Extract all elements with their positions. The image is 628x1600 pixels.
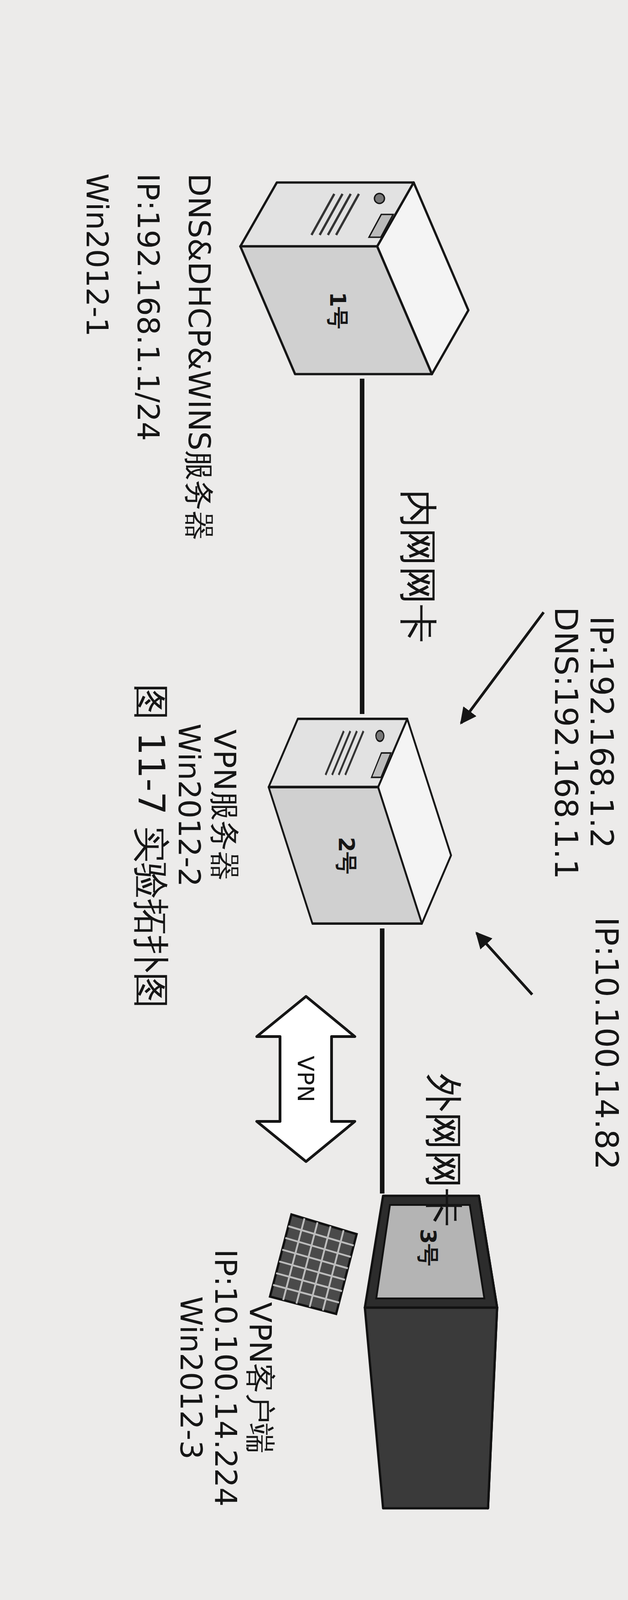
device-caption-line: Win2012-3 [173, 1248, 208, 1506]
device-number: 3号 [417, 1228, 440, 1266]
server-outline [264, 713, 470, 929]
interface-label: 外网网卡 [424, 1073, 463, 1227]
server-box: 1号DNS&DHCP&WINS服务器IP:192.168.1.1/24Win20… [235, 177, 492, 379]
device-caption-line: VPN客户端 [242, 1248, 278, 1506]
server-outline [235, 177, 492, 379]
monitor-outline [362, 1193, 520, 1510]
server-box: 2号VPN服务器Win2012-2 [264, 713, 470, 929]
device-caption-line: VPN服务器 [206, 723, 243, 887]
device-caption: VPN客户端IP:10.100.14.224Win2012-3 [173, 1248, 278, 1506]
address-label: DNS:192.168.1.1 [550, 606, 582, 879]
figure-caption: 图 11-7 实验拓扑图 [132, 683, 170, 1009]
device-caption: DNS&DHCP&WINS服务器IP:192.168.1.1/24Win2012… [70, 173, 225, 541]
vpn-tunnel-arrow: VPN [254, 994, 357, 1163]
device-number: 2号 [335, 836, 358, 874]
device-caption-line: IP:10.100.14.224 [207, 1248, 243, 1506]
device-number: 1号 [326, 291, 349, 329]
device-caption-line: Win2012-2 [171, 723, 207, 887]
network-link [359, 378, 365, 714]
network-link [379, 928, 385, 1194]
tunnel-label: VPN [294, 1055, 318, 1102]
interface-label: 内网网卡 [399, 489, 438, 643]
device-caption: VPN服务器Win2012-2 [171, 723, 243, 887]
address-label: IP:10.100.14.82 [590, 916, 623, 1170]
device-caption-line: IP:192.168.1.1/24 [122, 173, 174, 541]
client-computer: 3号VPN客户端IP:10.100.14.224Win2012-3 [362, 1193, 520, 1510]
address-label: IP:192.168.1.2 [585, 615, 618, 848]
leader-arrow [461, 612, 544, 723]
keyboard-illustration [269, 1214, 357, 1314]
device-caption-line: Win2012-1 [70, 173, 122, 541]
device-caption-line: DNS&DHCP&WINS服务器 [173, 173, 225, 541]
leader-arrow [476, 932, 533, 995]
